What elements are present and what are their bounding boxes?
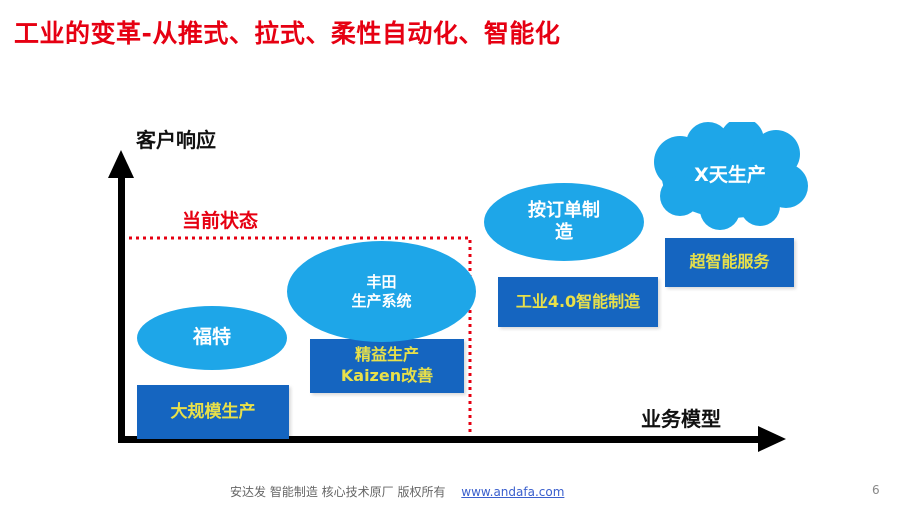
box-mass-production: 大规模生产 (137, 385, 289, 439)
x-axis-arrowhead (758, 426, 786, 452)
y-axis-arrowhead (108, 150, 134, 178)
footer: 安达发 智能制造 核心技术原厂 版权所有 www.andafa.com (230, 483, 564, 500)
lean-label-line2: Kaizen改善 (340, 366, 434, 385)
footer-link[interactable]: www.andafa.com (461, 485, 565, 499)
lean-label-line1: 精益生产 (354, 345, 419, 365)
super-service-label: 超智能服务 (689, 252, 770, 272)
mass-production-label: 大规模生产 (170, 401, 256, 422)
ellipse-ford: 福特 (137, 306, 287, 370)
cloud-shape (654, 122, 808, 230)
toyota-label-line2: 生产系统 (351, 291, 412, 310)
x-axis-label: 业务模型 (641, 407, 721, 431)
box-super-intelligent-service: 超智能服务 (665, 238, 794, 287)
current-state-label: 当前状态 (182, 210, 259, 232)
bto-label-line2: 造 (555, 222, 573, 243)
toyota-label-line1: 丰田 (366, 272, 397, 291)
box-lean-production: 精益生产 Kaizen改善 (310, 339, 464, 393)
current-state-frame (122, 236, 472, 441)
page-title: 工业的变革-从推式、拉式、柔性自动化、智能化 (14, 19, 561, 48)
x-axis-line (118, 436, 763, 443)
ford-label: 福特 (192, 326, 231, 349)
ellipse-build-to-order: 按订单制 造 (484, 183, 644, 261)
ellipse-toyota: 丰田 生产系统 (287, 241, 476, 342)
y-axis-label: 客户响应 (136, 128, 216, 152)
y-axis-line (118, 170, 125, 442)
footer-text: 安达发 智能制造 核心技术原厂 版权所有 (230, 485, 446, 499)
industry40-label: 工业4.0智能制造 (515, 291, 641, 311)
box-industry-40: 工业4.0智能制造 (498, 277, 658, 327)
page-number: 6 (872, 483, 880, 497)
cloud-label: X天生产 (694, 164, 766, 186)
bto-label-line1: 按订单制 (528, 199, 600, 221)
